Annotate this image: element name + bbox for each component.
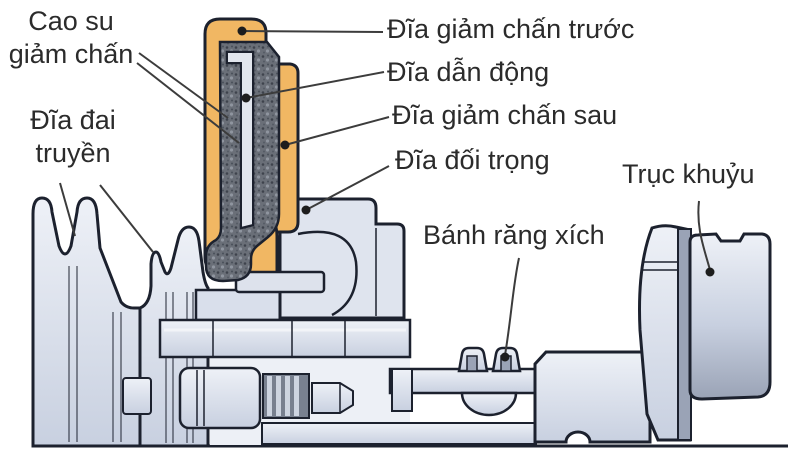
leader-dia-dai-2 xyxy=(99,184,154,253)
label-truc-khuyu: Trục khuỷu xyxy=(622,159,755,189)
leader-lines xyxy=(59,30,711,356)
label-cao-su-giam-chan: Cao su giảm chấn xyxy=(8,6,134,69)
label-dia-giam-chan-sau: Đĩa giảm chấn sau xyxy=(392,100,618,130)
crank-block xyxy=(533,350,652,444)
label-banh-rang-xich: Bánh răng xích xyxy=(423,220,605,250)
washer-block xyxy=(178,366,262,430)
sprocket-drawing xyxy=(388,346,538,417)
spline-block xyxy=(262,373,310,419)
damper-washer-bar xyxy=(234,270,326,294)
leader-cao-su-1 xyxy=(138,52,229,119)
label-dia-giam-chan-truoc: Đĩa giảm chấn trước xyxy=(387,14,635,44)
leader-giam-chan-sau xyxy=(284,116,390,146)
leader-banh-rang xyxy=(504,257,520,356)
leader-dots xyxy=(237,26,715,362)
label-dia-dai-truyen: Đĩa đai truyền xyxy=(30,105,116,168)
sprocket-left-step xyxy=(391,368,413,412)
hub-shaft-drawing xyxy=(122,288,537,445)
crank-cylinder xyxy=(688,232,772,401)
cone-bolt xyxy=(311,382,354,414)
main-shaft-band xyxy=(158,318,412,359)
leader-cao-su-2 xyxy=(136,62,240,144)
crankshaft-drawing xyxy=(533,224,772,444)
leader-dia-dai-1 xyxy=(59,182,76,237)
damper-assembly-drawing xyxy=(203,17,326,294)
leader-doi-trong xyxy=(305,165,390,211)
leader-truc-khuyu xyxy=(697,200,711,271)
label-dia-dan-dong: Đĩa dẫn động xyxy=(387,57,550,87)
leader-dan-dong xyxy=(245,71,385,99)
sprocket-hub-bulge xyxy=(460,391,518,417)
small-bolt-block xyxy=(122,377,152,415)
label-dia-doi-trong: Đĩa đối trọng xyxy=(395,145,550,175)
leader-giam-chan-truoc xyxy=(241,30,384,33)
pulley-web-lines xyxy=(68,266,122,442)
lower-band xyxy=(261,422,537,445)
